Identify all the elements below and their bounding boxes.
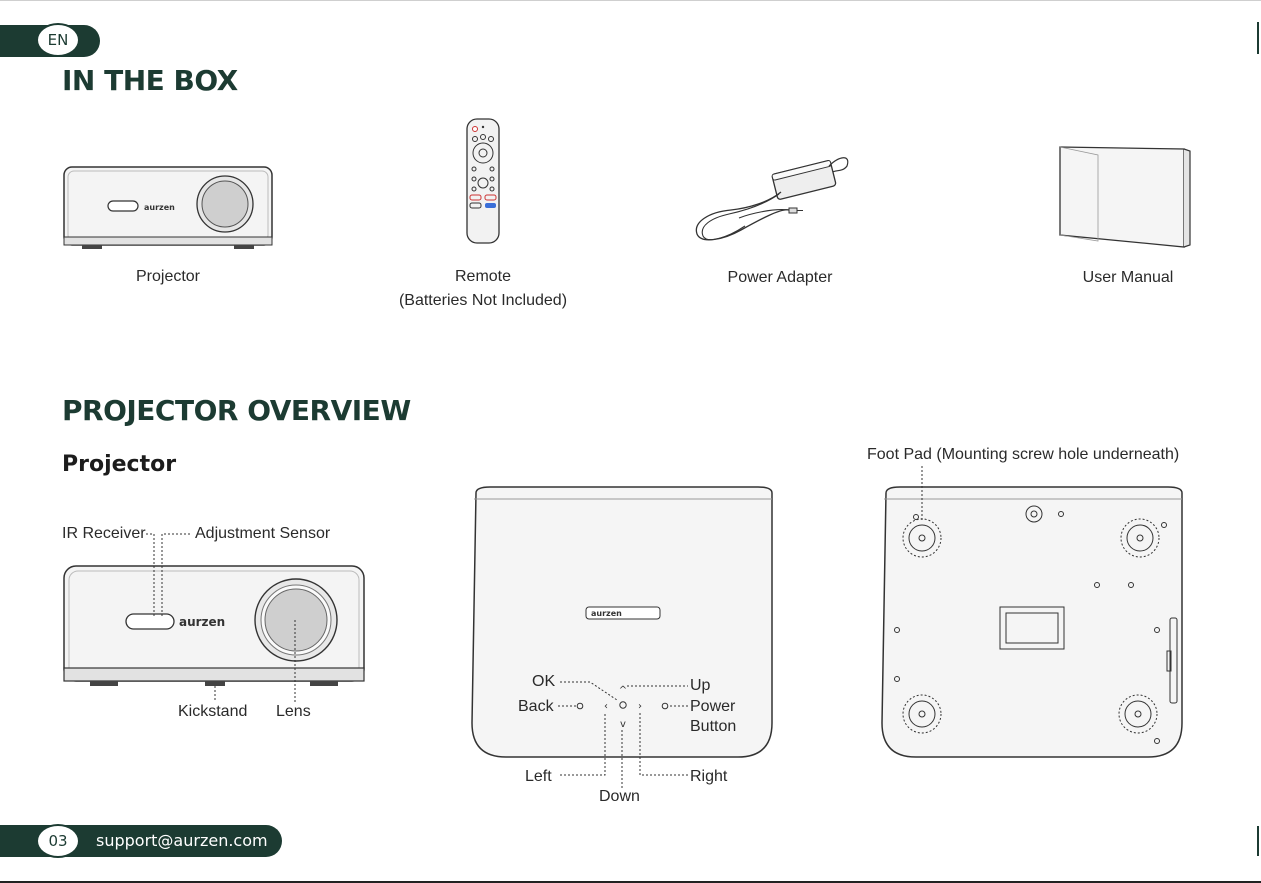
support-email-link[interactable]: support@aurzen.com xyxy=(96,831,268,850)
page-number: 03 xyxy=(36,824,80,858)
footer-bar: 03 support@aurzen.com xyxy=(0,825,282,857)
label-foot-pad: Foot Pad (Mounting screw hole underneath… xyxy=(867,445,1179,465)
